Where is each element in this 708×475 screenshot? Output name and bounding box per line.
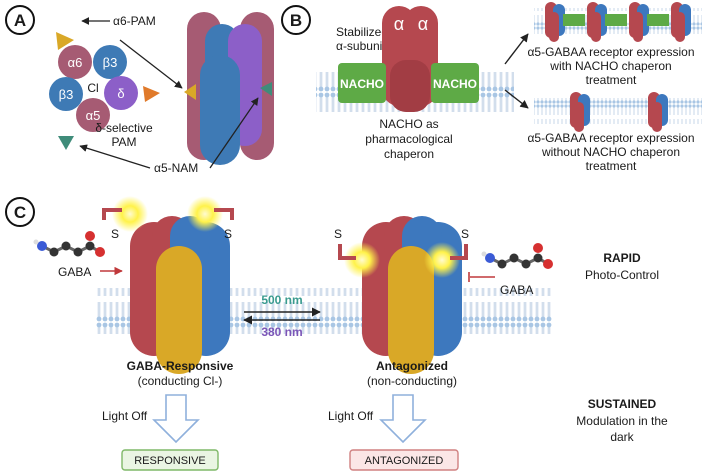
- wavelength-380: 380 nm: [261, 325, 302, 339]
- svg-text:δ: δ: [117, 86, 124, 101]
- svg-text:RESPONSIVE: RESPONSIVE: [134, 455, 206, 467]
- svg-text:without NACHO chaperon: without NACHO chaperon: [541, 145, 680, 159]
- svg-text:NACHO: NACHO: [433, 77, 477, 91]
- panel-c-label: C: [14, 203, 26, 222]
- subunit-beta3-left: [49, 77, 83, 111]
- svg-text:treatment: treatment: [586, 73, 637, 87]
- chaperon-label: NACHO as: [379, 117, 438, 131]
- panel-a: A α6-PAM α6 β3 β3 δ α5 Cl δ-selective PA…: [5, 5, 274, 175]
- subunit-beta3-top: [93, 45, 127, 79]
- nacho-right: [431, 63, 479, 103]
- svg-text:PAM: PAM: [111, 135, 136, 149]
- delta-selective-label: δ-selective: [95, 121, 153, 135]
- svg-text:α: α: [418, 14, 428, 34]
- stabilized-label: Stabilized: [336, 25, 388, 39]
- photo-control-label: Photo-Control: [585, 268, 659, 282]
- receptor-antagonized: [338, 216, 468, 374]
- gaba-label-left: GABA: [58, 265, 91, 279]
- sustained-label: SUSTAINED: [588, 397, 657, 411]
- subunit-alpha5: [76, 98, 110, 132]
- svg-text:α6: α6: [68, 55, 83, 70]
- nacho-left: [338, 63, 386, 103]
- light-off-label-left: Light Off: [102, 409, 148, 423]
- gaba-molecule-left: [33, 231, 105, 257]
- receptors-with-nacho: [545, 2, 691, 42]
- sulfur-label-4: S: [461, 227, 469, 241]
- panel-a-label: A: [14, 11, 26, 30]
- sulfur-label-1: S: [111, 227, 119, 241]
- with-nacho-label: α5-GABAA receptor expression: [527, 45, 694, 59]
- rapid-label: RAPID: [603, 251, 641, 265]
- svg-text:β3: β3: [59, 87, 74, 102]
- membrane-without-nacho: [534, 98, 702, 124]
- svg-text:ANTAGONIZED: ANTAGONIZED: [365, 455, 444, 467]
- svg-text:treatment: treatment: [586, 159, 637, 173]
- light-off-arrow-left: [152, 394, 200, 444]
- wavelength-500: 500 nm: [261, 293, 302, 307]
- subunit-delta: [104, 76, 138, 110]
- responsive-subtitle: (conducting Cl-): [138, 374, 223, 388]
- nam-label: α5-NAM: [154, 161, 198, 175]
- light-off-label-right: Light Off: [328, 409, 374, 423]
- responsive-title: GABA-Responsive: [127, 359, 234, 373]
- without-nacho-label: α5-GABAA receptor expression: [527, 131, 694, 145]
- chloride-label: Cl: [87, 81, 98, 95]
- panel-b: B Stabilized α-subunit α α NACHO NACHO N…: [281, 2, 702, 173]
- panel-b-label: B: [290, 11, 302, 30]
- svg-text:NACHO: NACHO: [340, 77, 384, 91]
- svg-text:with NACHO chaperon: with NACHO chaperon: [549, 59, 671, 73]
- receptors-without-nacho: [570, 92, 668, 132]
- svg-text:pharmacological: pharmacological: [365, 132, 452, 146]
- svg-text:β3: β3: [103, 55, 118, 70]
- svg-text:α: α: [394, 14, 404, 34]
- receptor-side-view: [184, 12, 274, 165]
- panel-c: C S S GABA: [5, 196, 668, 471]
- sulfur-label-2: S: [224, 227, 232, 241]
- svg-text:α-subunit: α-subunit: [336, 39, 386, 53]
- svg-text:dark: dark: [610, 430, 634, 444]
- responsive-box: [121, 449, 219, 471]
- antagonized-subtitle: (non-conducting): [367, 374, 457, 388]
- pam-label: α6-PAM: [113, 14, 156, 28]
- svg-text:α5: α5: [86, 108, 101, 123]
- gaba-molecule-right: [481, 243, 553, 269]
- light-off-arrow-right: [379, 394, 427, 444]
- subunit-ring: α6 β3 β3 δ α5 Cl: [49, 45, 138, 132]
- receptor-responsive: [102, 196, 234, 374]
- antagonized-box: [349, 449, 459, 471]
- svg-text:chaperon: chaperon: [384, 147, 434, 161]
- nam-triangle-icon: [58, 136, 74, 150]
- modulation-label: Modulation in the: [576, 414, 668, 428]
- sulfur-label-3: S: [334, 227, 342, 241]
- gaba-label-right: GABA: [500, 283, 533, 297]
- antagonized-title: Antagonized: [376, 359, 448, 373]
- pam-triangle-icon: [56, 32, 74, 50]
- delta-pam-triangle-icon: [143, 86, 160, 102]
- subunit-alpha6: [58, 45, 92, 79]
